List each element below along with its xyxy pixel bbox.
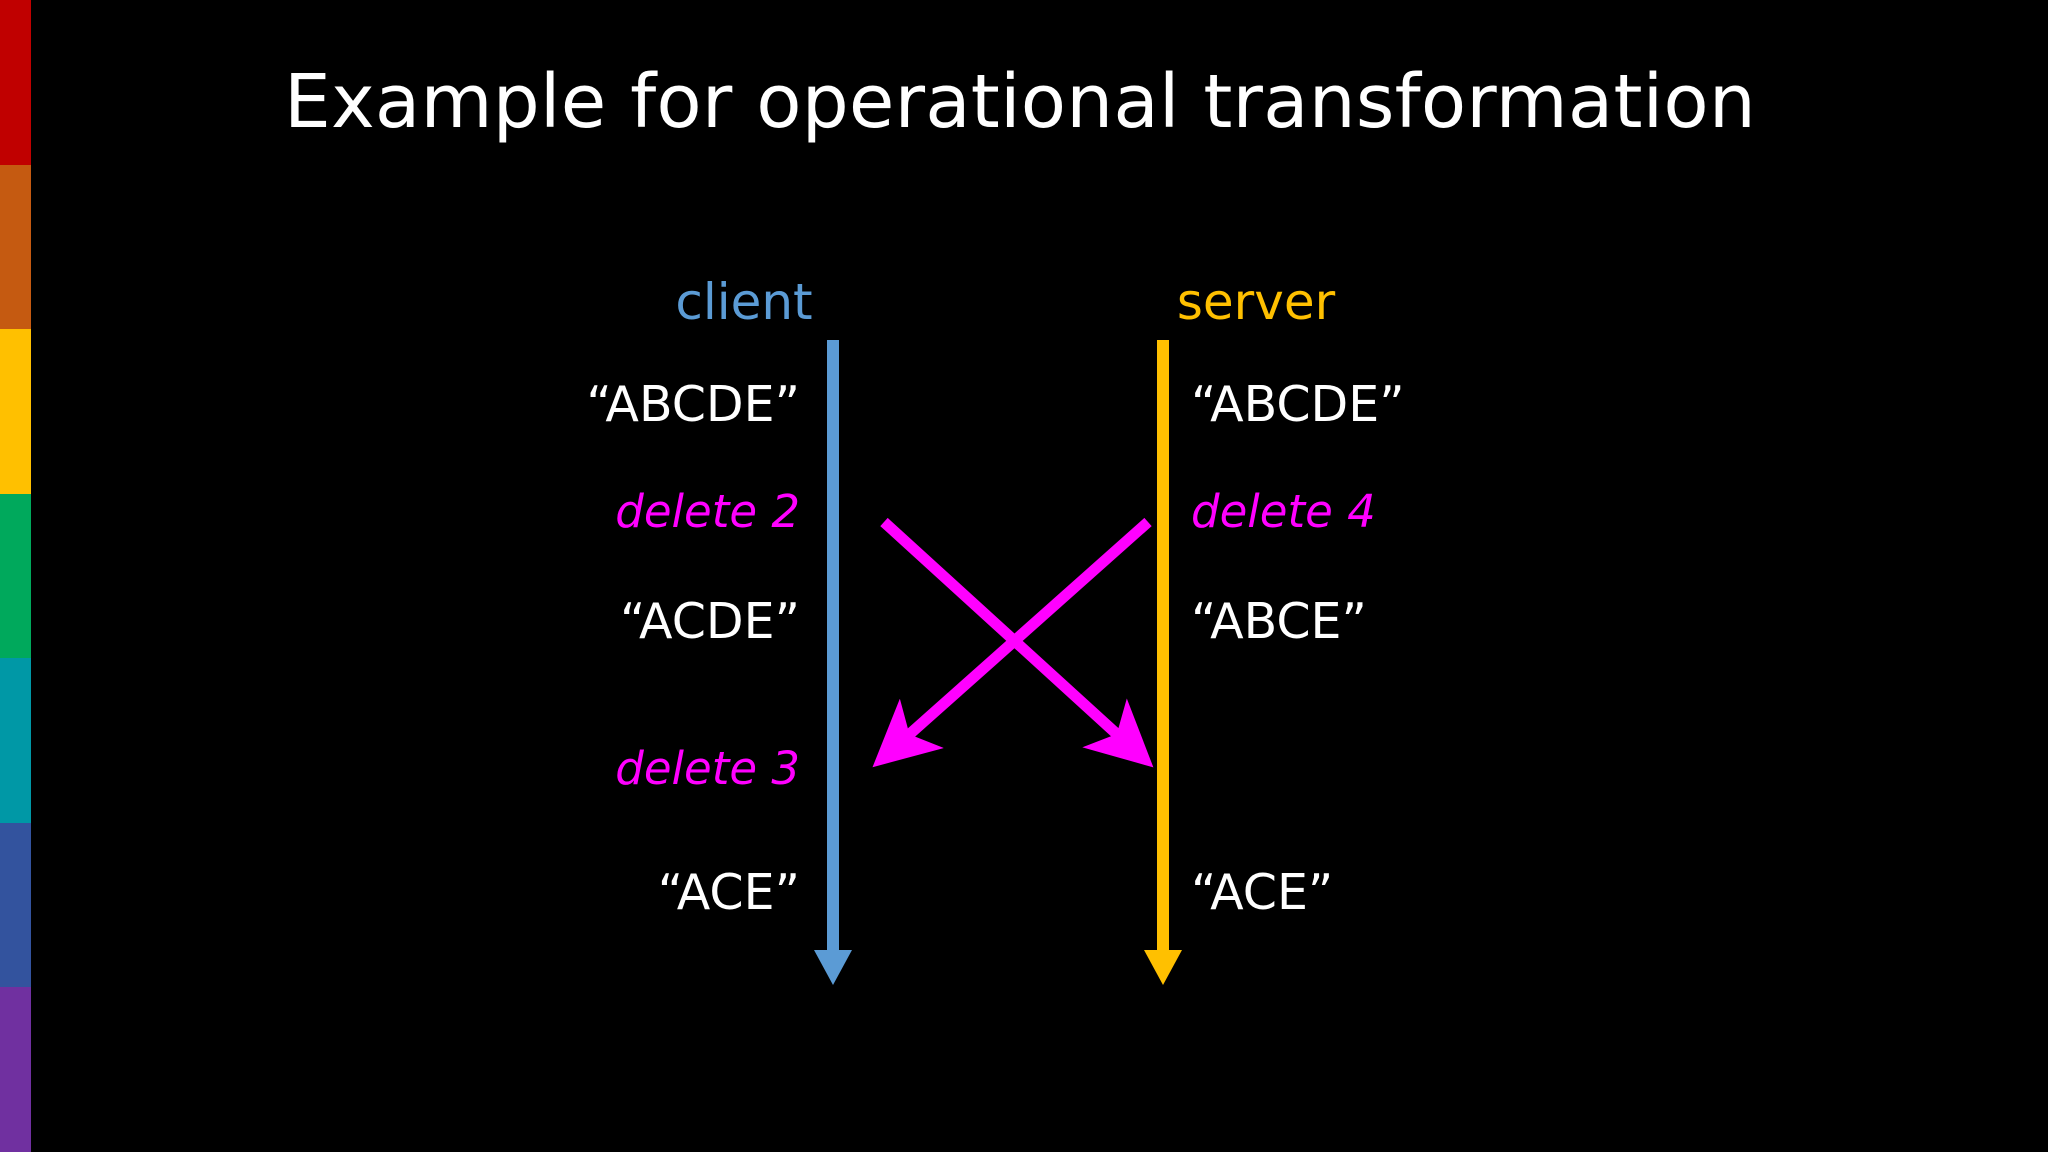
slide-title: Example for operational transformation [283, 59, 1757, 145]
accent-band-purple [0, 987, 31, 1152]
client-state-acde: “ACDE” [619, 593, 800, 650]
timeline-server-arrowhead-icon [1144, 950, 1182, 985]
accent-band-blue [0, 822, 31, 988]
accent-band-green [0, 493, 31, 659]
timeline-client [827, 340, 839, 950]
accent-band-orange [0, 164, 31, 330]
column-heading-client: client [675, 273, 813, 331]
left-accent-stripe [0, 0, 31, 1152]
client-operation-delete-3: delete 3 [615, 742, 800, 795]
client-state-ace: “ACE” [657, 864, 800, 921]
server-state-abce: “ABCE” [1191, 593, 1367, 650]
server-state-ace: “ACE” [1191, 864, 1334, 921]
server-state-abcde: “ABCDE” [1191, 376, 1405, 433]
accent-band-teal [0, 658, 31, 823]
timeline-client-arrowhead-icon [814, 950, 852, 985]
client-state-abcde: “ABCDE” [586, 376, 800, 433]
message-arrow-client-to-server [880, 517, 1154, 768]
accent-band-red [0, 0, 31, 165]
timeline-server [1157, 340, 1169, 950]
column-heading-server: server [1176, 273, 1336, 331]
message-arrow-server-to-client [872, 517, 1152, 768]
accent-band-gold [0, 329, 31, 494]
server-operation-delete-4: delete 4 [1191, 485, 1376, 538]
client-operation-delete-2: delete 2 [615, 485, 800, 538]
